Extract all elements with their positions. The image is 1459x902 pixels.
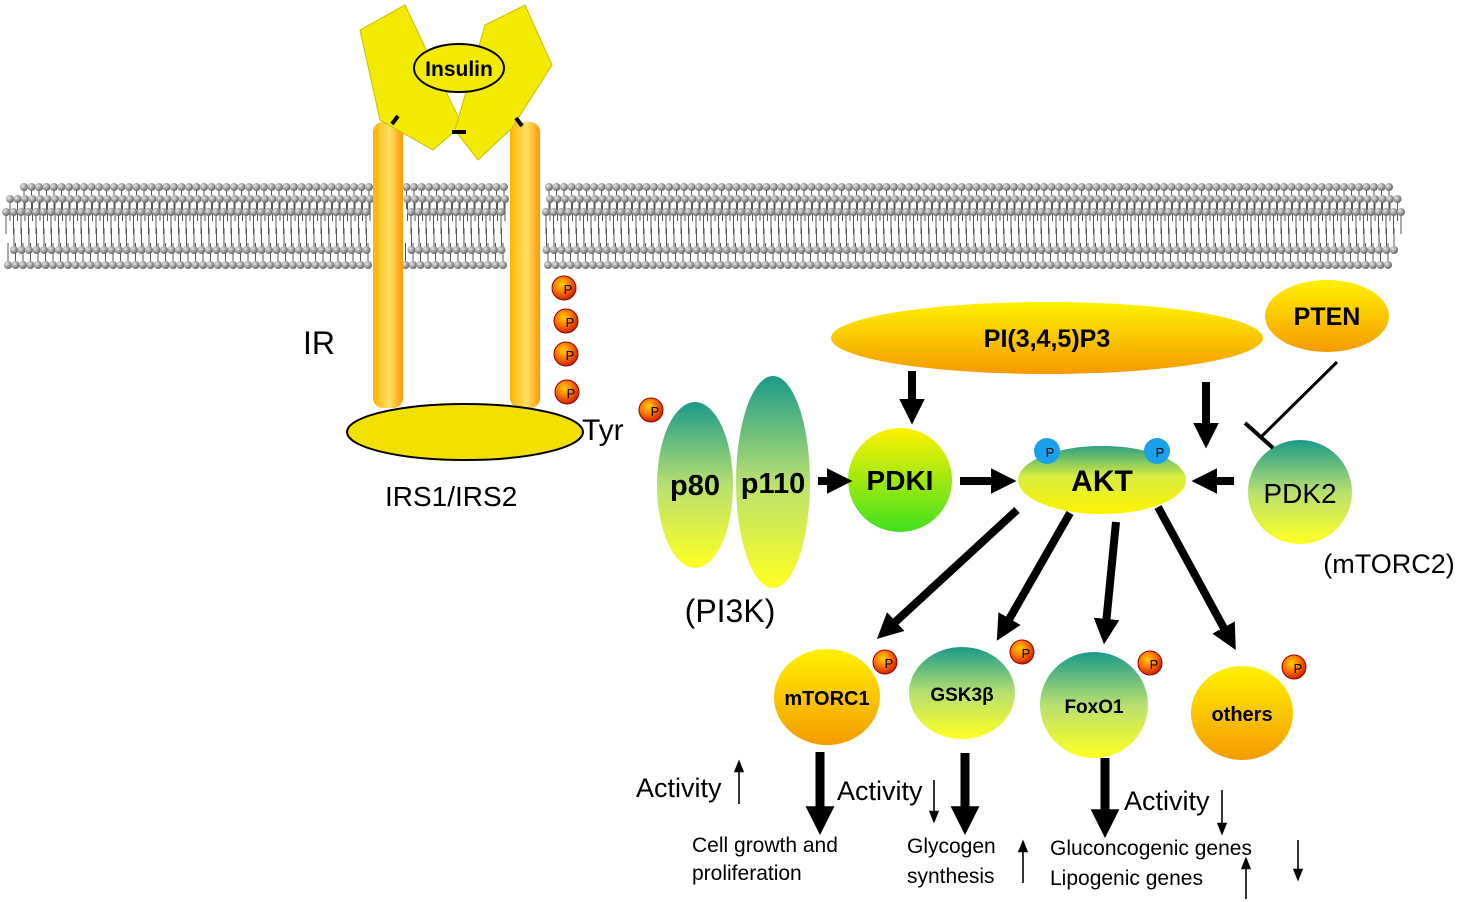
akt-phospho-right: P <box>1144 438 1170 464</box>
receptor-alpha-left <box>359 4 463 151</box>
receptor-left-chain <box>373 122 403 408</box>
pdk2-protein <box>1248 440 1352 544</box>
phospho-groups: P P P P P <box>551 275 664 423</box>
ir-label: IR <box>303 325 335 361</box>
annotations: Activity Activity Activity Cell growth a… <box>636 759 1304 899</box>
arrow-akt-mtorc1 <box>876 507 1020 639</box>
svg-text:P: P <box>1022 646 1031 661</box>
pi3k-complex: p80 p110 (PI3K) <box>657 376 810 629</box>
svg-text:P: P <box>566 315 575 330</box>
insulin-receptor: Insulin IR <box>303 4 553 408</box>
svg-text:P: P <box>567 386 576 401</box>
svg-text:P: P <box>885 656 894 671</box>
arrow-akt-others <box>1154 505 1236 650</box>
pdk2-label: PDK2 <box>1263 478 1336 509</box>
mtorc1-activity-label: Activity <box>636 773 722 803</box>
mtorc1-outcome-line1: Cell growth and <box>692 834 838 857</box>
gsk3b-activity-label: Activity <box>837 776 923 806</box>
foxo1-outcome-line2: Lipogenic genes <box>1050 867 1203 890</box>
inhibition-pten-pdk2 <box>1259 360 1339 439</box>
svg-text:P: P <box>1150 657 1159 672</box>
phospho-badge: P <box>1281 654 1307 680</box>
foxo1-activity-label: Activity <box>1124 786 1210 816</box>
others-node: others P <box>1191 654 1307 760</box>
gsk3b-outcome-line1: Glycogen <box>907 835 996 858</box>
mtorc2-label: (mTORC2) <box>1323 549 1455 579</box>
akt-protein <box>1018 446 1186 514</box>
pip3-label: PI(3,4,5)P3 <box>984 325 1110 353</box>
phospho-badge: P <box>638 397 664 423</box>
p80-label: p80 <box>670 470 720 502</box>
mtorc1-node: mTORC1 P <box>774 649 898 745</box>
foxo1-outcome-line1: Gluconcogenic genes <box>1050 837 1252 860</box>
mtorc1-label: mTORC1 <box>784 688 869 710</box>
tyr-label: Tyr <box>582 414 624 447</box>
arrow-akt-gsk3b <box>996 511 1074 641</box>
pi3k-label: (PI3K) <box>685 593 776 629</box>
svg-text:P: P <box>564 282 573 297</box>
phospho-badge: P <box>551 275 577 301</box>
gsk3b-label: GSK3β <box>930 685 993 706</box>
irs-label: IRS1/IRS2 <box>385 481 517 512</box>
svg-text:P: P <box>1156 445 1165 460</box>
p110-label: p110 <box>741 468 806 500</box>
disulfide-bond-left <box>390 114 400 126</box>
irs-protein <box>346 403 584 461</box>
p110-subunit <box>736 376 810 588</box>
inhibition-bar <box>1243 421 1275 450</box>
lipid-heads <box>2 183 1405 269</box>
pdk1-protein <box>848 428 952 532</box>
svg-text:P: P <box>1046 445 1055 460</box>
foxo1-label: FoxO1 <box>1064 697 1124 718</box>
akt-label: AKT <box>1071 465 1133 498</box>
phospho-badge: P <box>1009 639 1035 665</box>
svg-text:P: P <box>651 404 660 419</box>
insulin-ligand <box>413 43 505 93</box>
phospho-badge: P <box>554 379 580 405</box>
mtorc1-outcome-line2: proliferation <box>692 862 802 885</box>
phospho-badge: P <box>553 341 579 367</box>
receptor-right-chain <box>510 122 540 408</box>
pathway-arrows <box>805 360 1339 839</box>
foxo1-node: FoxO1 P <box>1040 650 1163 758</box>
phospho-badge: P <box>872 649 898 675</box>
arrow-akt-foxo1 <box>1093 521 1120 645</box>
pten-label: PTEN <box>1294 303 1361 331</box>
disulfide-bond-right <box>514 116 524 128</box>
cell-membrane <box>2 183 1405 269</box>
pip3-lipid <box>831 302 1263 374</box>
svg-text:P: P <box>1294 661 1303 676</box>
p80-subunit <box>657 402 733 568</box>
phospho-badge: P <box>1137 650 1163 676</box>
akt-phospho-left: P <box>1034 438 1060 464</box>
gsk3b-node: GSK3β P <box>909 639 1035 739</box>
svg-text:P: P <box>566 348 575 363</box>
gsk3b-outcome-line2: synthesis <box>907 865 995 888</box>
pten-protein <box>1265 280 1389 352</box>
phospho-badge: P <box>553 308 579 334</box>
pdk1-label: PDKI <box>867 465 934 496</box>
others-label: others <box>1211 704 1272 726</box>
insulin-label: Insulin <box>425 58 493 81</box>
